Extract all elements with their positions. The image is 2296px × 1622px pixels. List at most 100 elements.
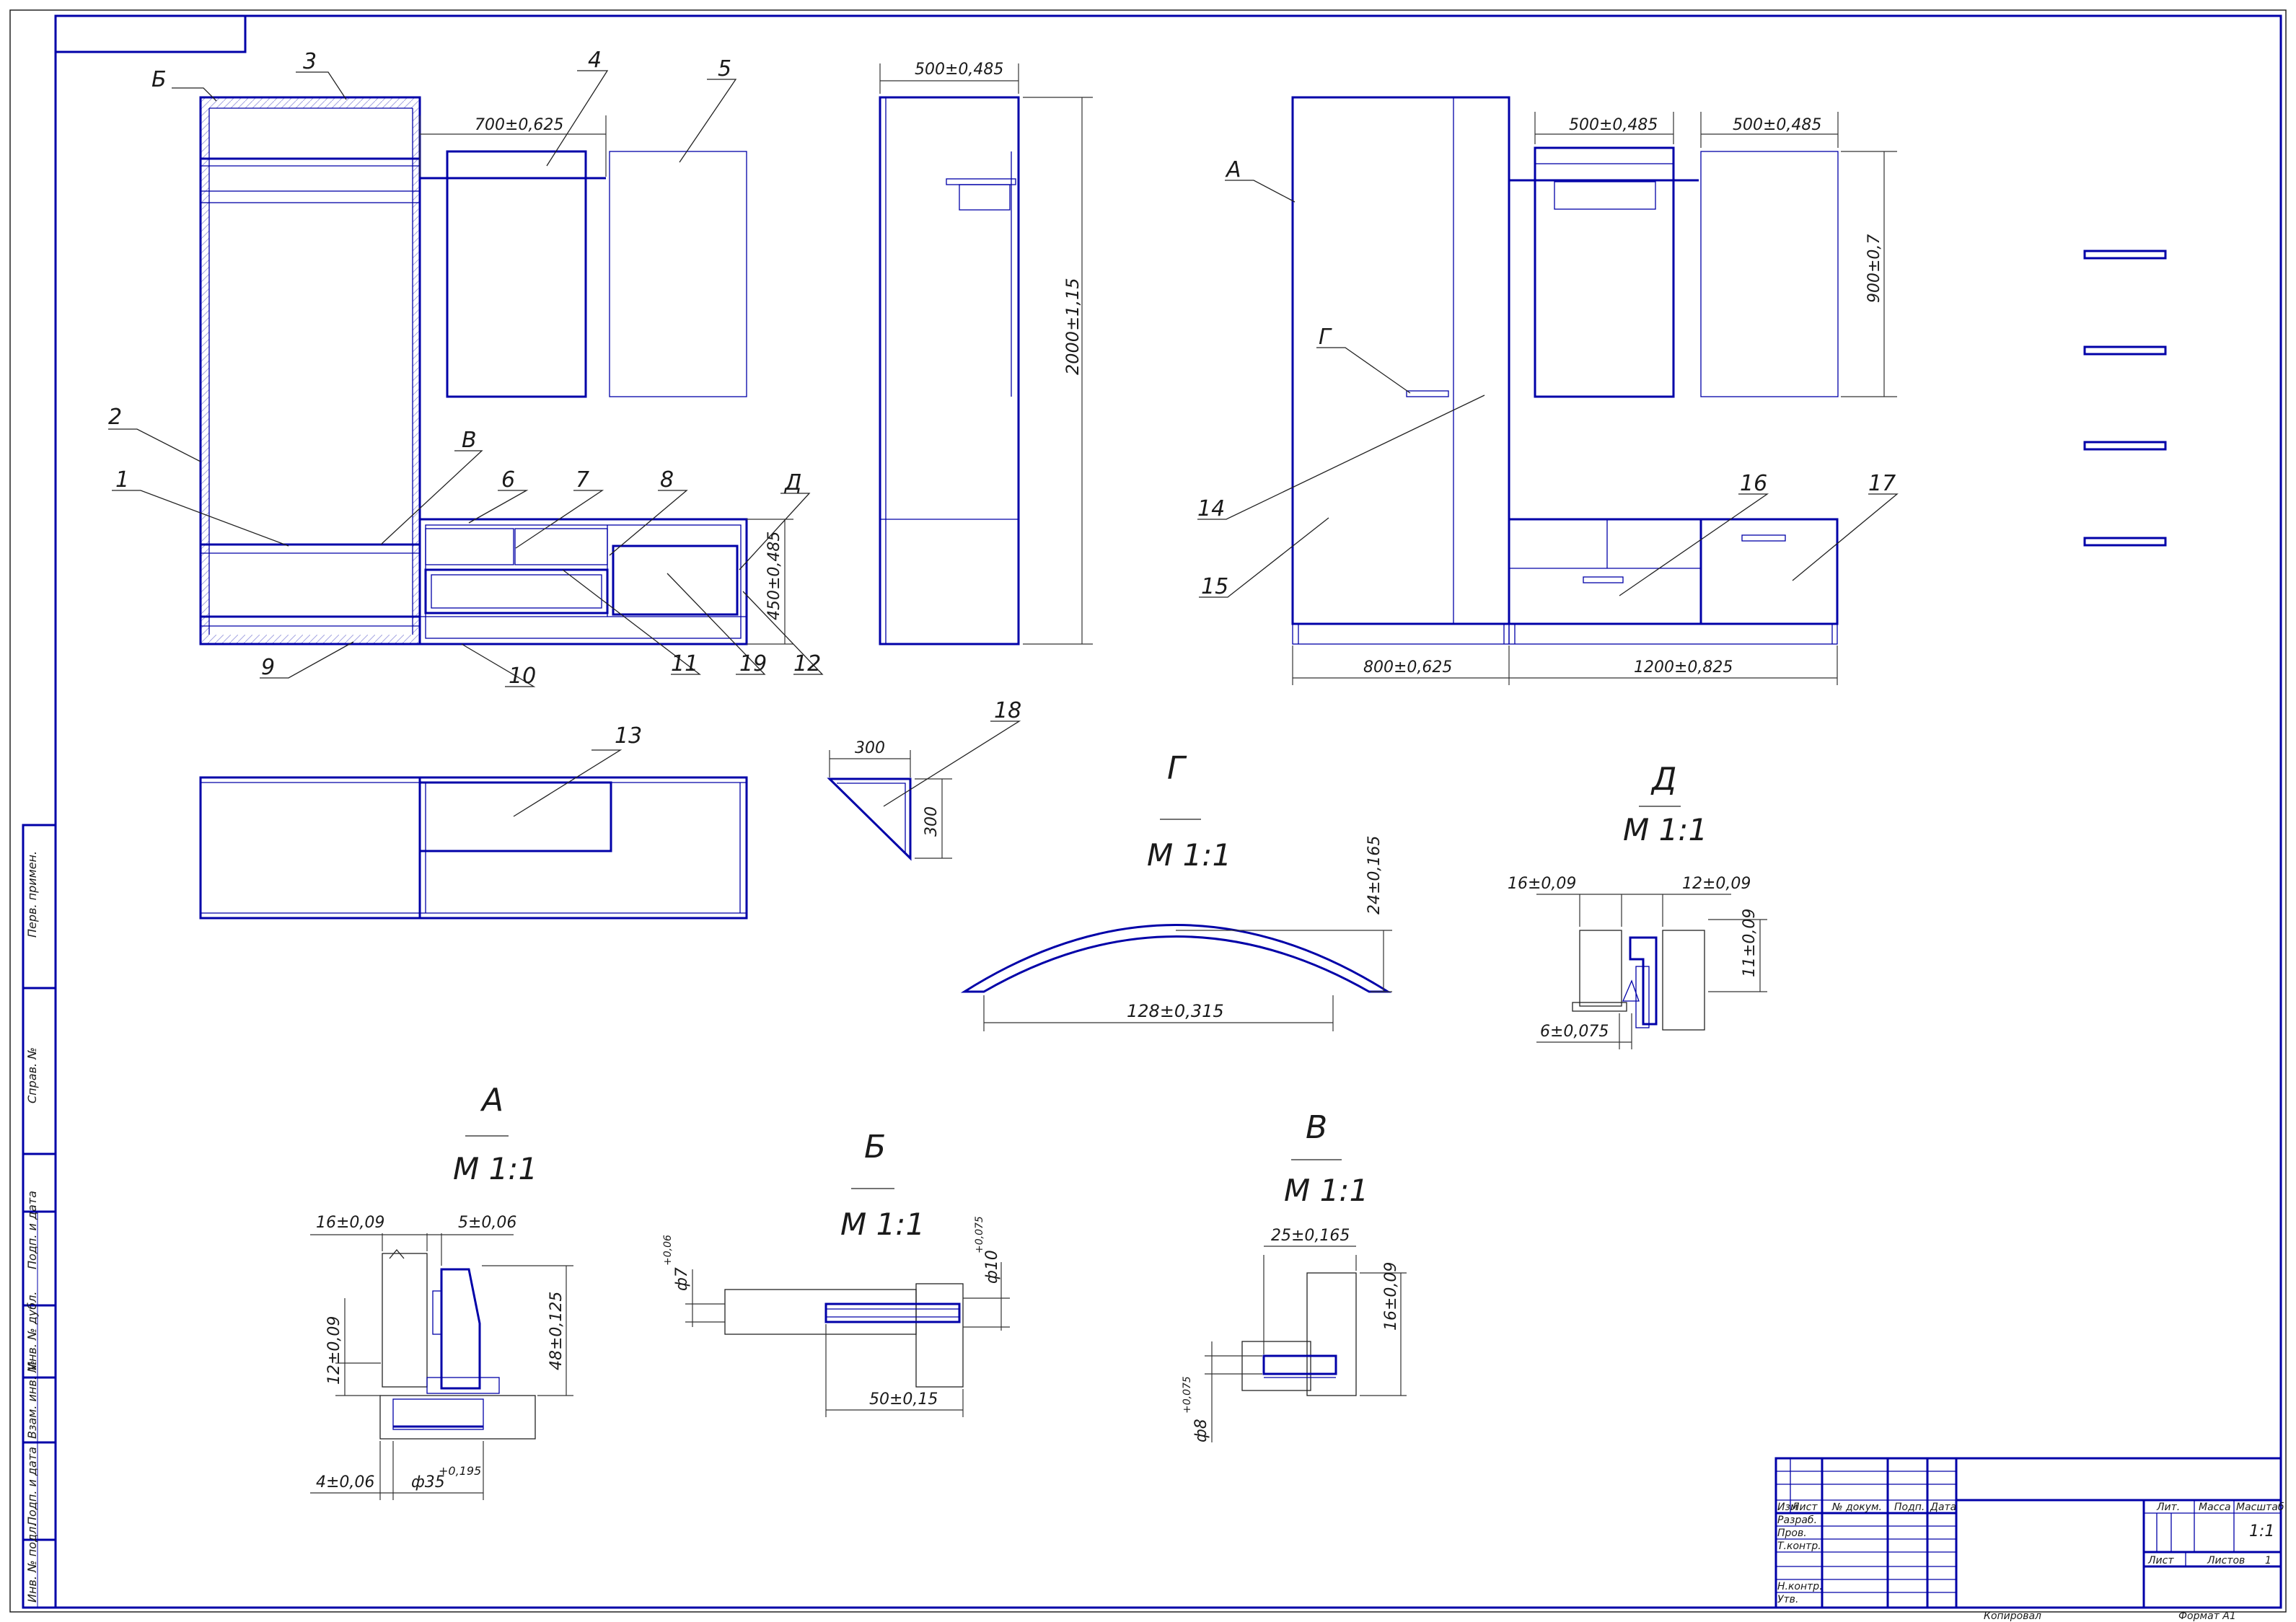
callout-b: Б [151,67,167,92]
side-dim-500: 500±0,485 [915,61,1003,79]
tb-sheets: Листов [2207,1555,2245,1566]
detail-d-dim-a: 16±0,09 [1508,875,1576,893]
tb-header-1: Лист [1791,1502,1818,1513]
tb-row-2: Т.контр. [1777,1541,1821,1552]
detail-d-scale: М 1:1 [1623,812,1707,847]
detail-b-dim-d10-tol: +0,075 [974,1216,985,1253]
detail-b-dim-d10: ф10 [983,1250,1001,1284]
tb-mass: Масса [2199,1502,2231,1513]
detail-d-dim-d: 6±0,075 [1540,1023,1609,1041]
facade-view: 500±0,485 500±0,485 900±0,7 800±0,625 12… [1197,96,1899,685]
callout-6: 6 [501,467,515,493]
plan-view: 13 [199,723,748,920]
tb-lit: Лит. [2156,1502,2180,1513]
detail-b-dim-d7-tol: +0,06 [662,1235,674,1266]
detail-b-scale: М 1:1 [840,1207,925,1242]
callout-14: 14 [1197,496,1225,521]
title-block: Изм Лист № докум. Подп. Дата Разраб. Про… [1774,1457,2284,1622]
tb-header-0: Изм [1777,1502,1798,1513]
tb-scale: Масштаб [2236,1502,2284,1513]
callout-12: 12 [793,651,821,676]
callout-7: 7 [576,467,589,493]
callout-11: 11 [671,651,698,676]
tb-row-3: Н.контр. [1777,1581,1823,1592]
callout-8: 8 [660,467,674,493]
callout-5: 5 [718,56,731,81]
callout-15: 15 [1201,574,1228,599]
detail-a-dim-d: 48±0,125 [547,1292,566,1370]
callout-9: 9 [261,655,275,680]
detail-b-dim-len: 50±0,15 [869,1390,938,1409]
front-view: 700±0,625 450±0,485 Б 3 4 5 2 В 6 7 8 Д … [108,48,824,689]
callout-d: Д [783,470,801,495]
strip-label-6: Инв. № подл. [25,1523,39,1603]
tb-copied: Копировал [1984,1610,2041,1622]
top-left-stamp [56,16,247,53]
callout-19: 19 [739,651,767,676]
strip-label-4: Взам. инв. № [25,1360,39,1439]
tb-row-4: Утв. [1777,1594,1798,1605]
tb-row-1: Пров. [1777,1528,1807,1539]
detail-a-dim-f: ф35 [411,1473,445,1491]
detail-a-scale: М 1:1 [453,1151,537,1186]
side-view: 500±0,485 2000±1,15 [879,61,1093,645]
detail-a-dim-e: 4±0,06 [316,1473,374,1491]
facade-dim-800: 800±0,625 [1363,658,1452,676]
handle-scale: М 1:1 [1147,837,1231,873]
callout-4: 4 [588,48,602,73]
tb-sheets-value: 1 [2265,1555,2271,1566]
front-dim-700: 700±0,625 [475,116,563,134]
detail-v-scale: М 1:1 [1284,1173,1368,1208]
strip-label-5: Подп. и дата [25,1447,39,1525]
shelf-view: 300 300 18 [827,698,1021,861]
detail-v-letter: В [1306,1109,1327,1146]
detail-v-dim-c-tol: +0,075 [1182,1376,1193,1414]
detail-a: А М 1:1 16±0,09 5±0,06 12±0,09 48±0,125 … [310,1082,573,1500]
detail-a-dim-c: 12±0,09 [325,1316,343,1385]
tb-sheet: Лист [2147,1555,2174,1566]
callout-13: 13 [615,723,642,749]
left-side-strip: Перв. примен. Справ. № Подп. и дата Инв.… [22,824,57,1609]
detail-d: Д М 1:1 16±0,09 12±0,09 11±0,09 6±0,075 [1508,761,1767,1049]
tb-header-3: Подп. [1894,1502,1925,1513]
tb-header-4: Дата [1930,1502,1956,1513]
callout-18: 18 [994,698,1021,723]
front-dim-450: 450±0,485 [765,532,783,620]
tb-header-2: № докум. [1831,1502,1882,1513]
detail-v-dim-c: ф8 [1192,1419,1210,1442]
detail-v-dim-b: 16±0,09 [1382,1262,1400,1331]
facade-dim-panel-w: 500±0,485 [1733,116,1821,134]
facade-dim-1200: 1200±0,825 [1634,658,1733,676]
tb-row-0: Разраб. [1777,1515,1817,1526]
strip-label-0: Перв. примен. [25,851,39,938]
handle-dim-w: 128±0,315 [1127,1001,1224,1021]
strip-label-2: Подп. и дата [25,1191,39,1269]
handle-letter: Г [1167,750,1187,787]
outer-frame [9,9,2287,1613]
callout-2: 2 [108,405,122,430]
callout-1: 1 [115,467,129,493]
detail-d-dim-b: 12±0,09 [1682,875,1751,893]
callout-v: В [462,428,477,453]
facade-dim-panel-h: 900±0,7 [1865,234,1883,303]
facade-dim-mirror: 500±0,485 [1569,116,1658,134]
tb-format: Формат А1 [2178,1610,2236,1622]
callout-17: 17 [1868,471,1896,496]
detail-d-letter: Д [1650,761,1676,798]
detail-v: В М 1:1 25±0,165 16±0,09 ф8 +0,075 [1182,1109,1407,1442]
inner-frame [54,14,2282,1609]
callout-10: 10 [509,664,536,689]
detail-a-dim-b: 5±0,06 [458,1214,516,1232]
callout-3: 3 [303,49,317,74]
strip-label-1: Справ. № [25,1047,39,1103]
strip-label-3: Инв. № дубл. [25,1292,39,1370]
handle-dim-h: 24±0,165 [1365,836,1384,914]
detail-v-dim-a: 25±0,165 [1271,1227,1350,1245]
callout-a: А [1225,157,1241,182]
handle-detail: Г М 1:1 24±0,165 128±0,315 [960,750,1392,1031]
detail-b-dim-d7: ф7 [673,1267,691,1291]
shelf-marks [2083,250,2167,547]
tb-scale-value: 1:1 [2249,1522,2274,1541]
detail-a-dim-a: 16±0,09 [316,1214,384,1232]
